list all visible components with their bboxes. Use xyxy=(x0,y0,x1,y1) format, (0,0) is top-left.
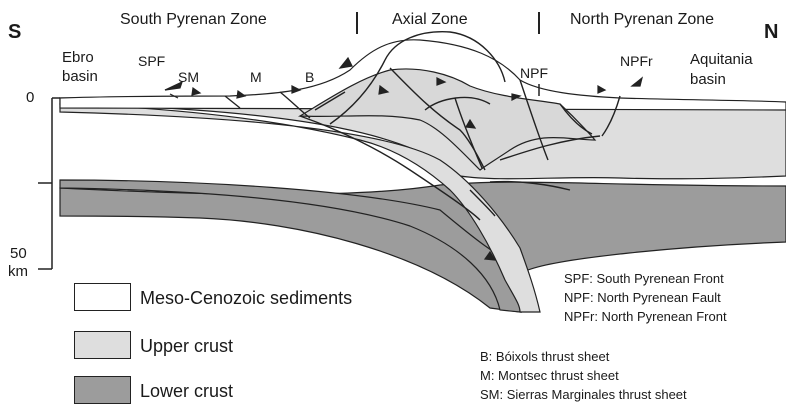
note-sierras: SM: Sierras Marginales thrust sheet xyxy=(480,388,687,401)
note-spf: SPF: South Pyrenean Front xyxy=(564,272,724,285)
zone-south-pyrenan: South Pyrenan Zone xyxy=(120,12,267,28)
legend-swatch-lower-crust xyxy=(74,376,131,404)
ebro-basin-line2: basin xyxy=(62,69,98,84)
note-boixols: B: Bóixols thrust sheet xyxy=(480,350,609,363)
zone-north-pyrenan: North Pyrenan Zone xyxy=(570,12,714,28)
fault-npfr: NPFr xyxy=(620,54,653,68)
south-label: S xyxy=(8,22,21,42)
fault-npf: NPF xyxy=(520,66,548,80)
legend-swatch-upper-crust xyxy=(74,331,131,359)
axis-depth-value: 50 xyxy=(10,246,27,261)
note-npfr: NPFr: North Pyrenean Front xyxy=(564,310,727,323)
ebro-basin-line1: Ebro xyxy=(62,50,94,65)
legend-label-lower-crust: Lower crust xyxy=(140,382,233,400)
legend-label-sediments: Meso-Cenozoic sediments xyxy=(140,289,352,307)
axis-depth-unit: km xyxy=(8,264,28,279)
north-label: N xyxy=(764,22,778,42)
fault-m: M xyxy=(250,70,262,84)
legend-label-upper-crust: Upper crust xyxy=(140,337,233,355)
legend-swatch-sediments xyxy=(74,283,131,311)
zone-axial: Axial Zone xyxy=(392,12,468,28)
fault-b: B xyxy=(305,70,314,84)
note-npf: NPF: North Pyrenean Fault xyxy=(564,291,721,304)
axis-zero: 0 xyxy=(26,90,34,105)
fault-sm: SM xyxy=(178,70,199,84)
fault-spf: SPF xyxy=(138,54,165,68)
aquitania-basin-line1: Aquitania xyxy=(690,52,753,67)
aquitania-basin-line2: basin xyxy=(690,72,726,87)
note-montsec: M: Montsec thrust sheet xyxy=(480,369,619,382)
